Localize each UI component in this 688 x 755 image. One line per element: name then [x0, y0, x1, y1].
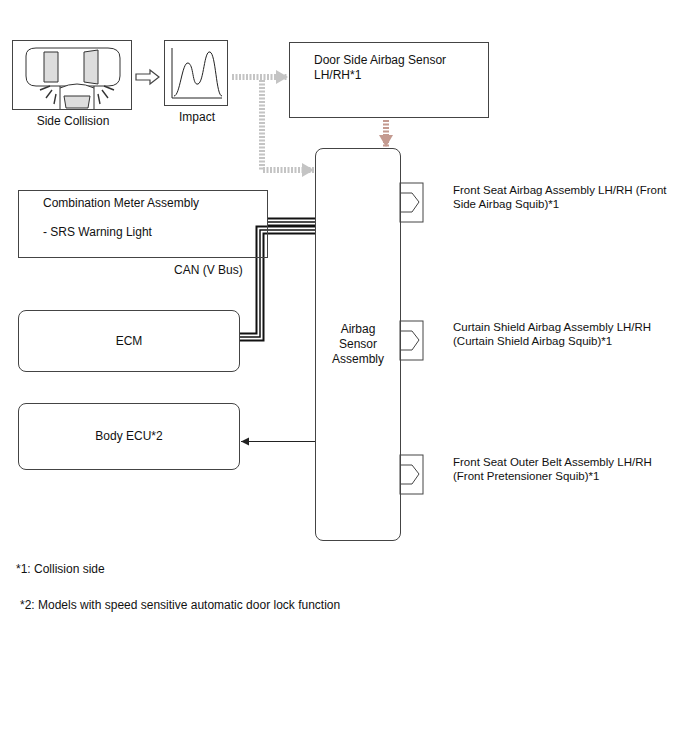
connector — [240, 230, 315, 337]
impact-graph — [172, 48, 222, 98]
meter-box: Combination Meter Assembly - SRS Warning … — [18, 190, 268, 258]
impact-path — [383, 120, 389, 147]
footnote: *2: Models with speed sensitive automati… — [20, 598, 520, 613]
node-title: Combination Meter Assembly — [43, 196, 257, 211]
impact-path — [232, 74, 288, 80]
squib-label: Curtain Shield Airbag Assembly LH/RH (Cu… — [453, 320, 681, 349]
bus-line — [240, 230, 315, 337]
node-title: Impact — [145, 110, 249, 125]
node-subtext: - SRS Warning Light — [43, 225, 257, 240]
bus-label: CAN (V Bus) — [172, 263, 245, 278]
bus-line — [268, 218, 315, 227]
arrow-shape — [136, 70, 159, 84]
squib-label: Front Seat Airbag Assembly LH/RH (Front … — [453, 183, 681, 212]
bus-line — [240, 230, 315, 337]
node-title: Body ECU*2 — [95, 429, 162, 444]
connector — [136, 70, 159, 84]
signal-line — [241, 441, 315, 442]
graph-box: Impact — [164, 40, 228, 106]
ecu-box: ECM — [18, 310, 240, 372]
connector — [262, 80, 314, 170]
footnote: *1: Collision side — [16, 562, 416, 577]
bus-line — [268, 221, 315, 223]
node-title: Side Collision — [0, 114, 153, 129]
node-title: Airbag Sensor Assembly — [320, 322, 396, 367]
node-title: ECM — [116, 334, 143, 349]
node-title: Door Side Airbag Sensor LH/RH*1 — [314, 53, 478, 83]
connector — [268, 222, 315, 223]
bus-line — [240, 230, 315, 337]
connector — [232, 77, 288, 78]
illustration-box: Side Collision — [12, 40, 132, 110]
connector — [241, 441, 315, 442]
collision-illustration — [26, 48, 120, 110]
squib-symbol — [400, 183, 423, 494]
bus-line — [268, 220, 315, 225]
connector — [386, 120, 387, 147]
impact-path — [262, 80, 314, 170]
ecu-box: Body ECU*2 — [18, 403, 240, 470]
sensor-box: Door Side Airbag Sensor LH/RH*1 — [289, 42, 489, 118]
squib-label: Front Seat Outer Belt Assembly LH/RH (Fr… — [453, 455, 681, 484]
sensor-assembly-box: Airbag Sensor Assembly — [315, 148, 401, 541]
